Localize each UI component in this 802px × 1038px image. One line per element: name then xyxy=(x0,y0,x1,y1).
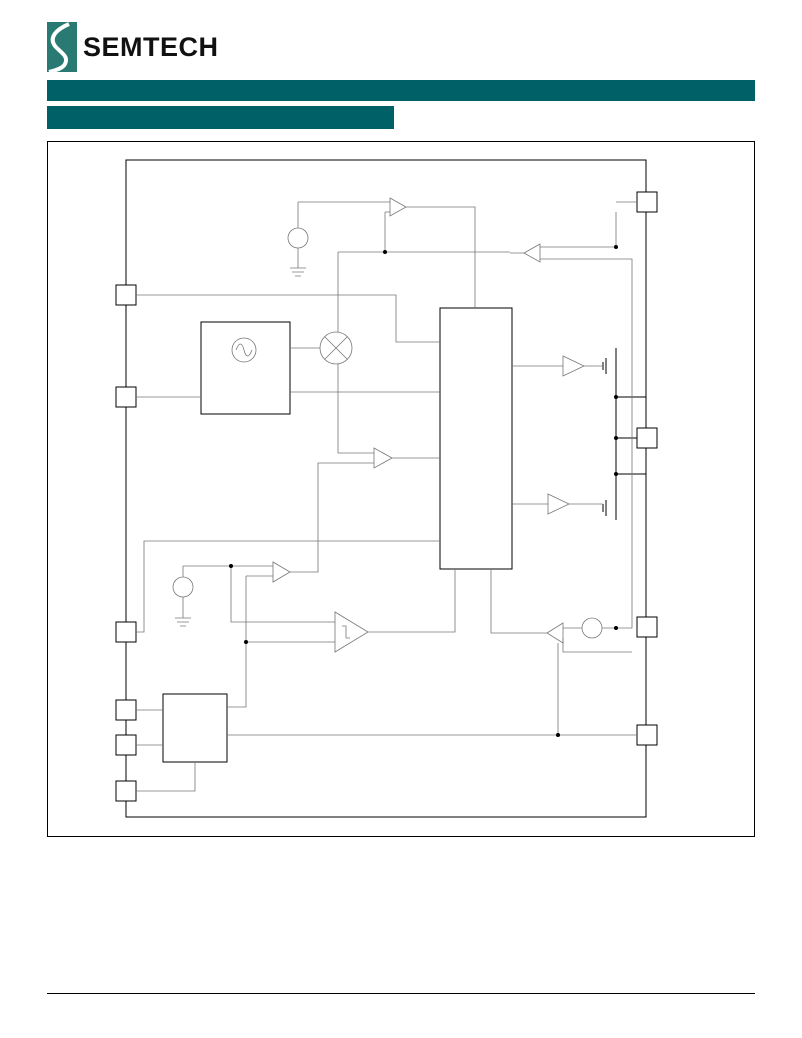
voltage-source-icon xyxy=(287,227,309,249)
low-side-driver-icon xyxy=(547,493,570,515)
pin-left-5 xyxy=(115,734,137,756)
pin-right-4 xyxy=(636,724,658,746)
bottom-current-amplifier-icon xyxy=(546,622,564,644)
pin-right-2 xyxy=(636,427,658,449)
pin-left-3 xyxy=(115,621,137,643)
current-source-icon xyxy=(581,617,603,639)
title-bar xyxy=(47,80,755,101)
sine-icon xyxy=(231,337,257,363)
hysteresis-comparator-icon xyxy=(334,611,369,653)
pin-left-2 xyxy=(115,386,137,408)
error-amplifier-icon xyxy=(389,197,407,217)
block-diagram-frame xyxy=(47,141,755,837)
chip-outline xyxy=(125,159,647,818)
logo-mark-icon xyxy=(47,22,77,74)
amplifier-icon xyxy=(272,561,291,583)
logo-wordmark: SEMTECH xyxy=(83,32,219,62)
oscillator-block xyxy=(200,321,291,415)
subtitle-bar xyxy=(47,106,394,129)
pin-right-3 xyxy=(636,616,658,638)
semtech-logo xyxy=(47,22,282,74)
pin-right-1 xyxy=(636,191,658,213)
pin-left-1 xyxy=(115,284,137,306)
junction-dots xyxy=(229,245,618,737)
voltage-source-icon-2 xyxy=(172,576,194,598)
comparator-icon xyxy=(373,447,393,469)
control-logic-block xyxy=(439,307,513,570)
current-sense-amplifier-icon xyxy=(523,243,541,263)
enable-block xyxy=(162,693,228,763)
pin-left-4 xyxy=(115,699,137,721)
high-side-driver-icon xyxy=(562,355,585,377)
footer-rule xyxy=(47,993,755,994)
pin-left-6 xyxy=(115,780,137,802)
